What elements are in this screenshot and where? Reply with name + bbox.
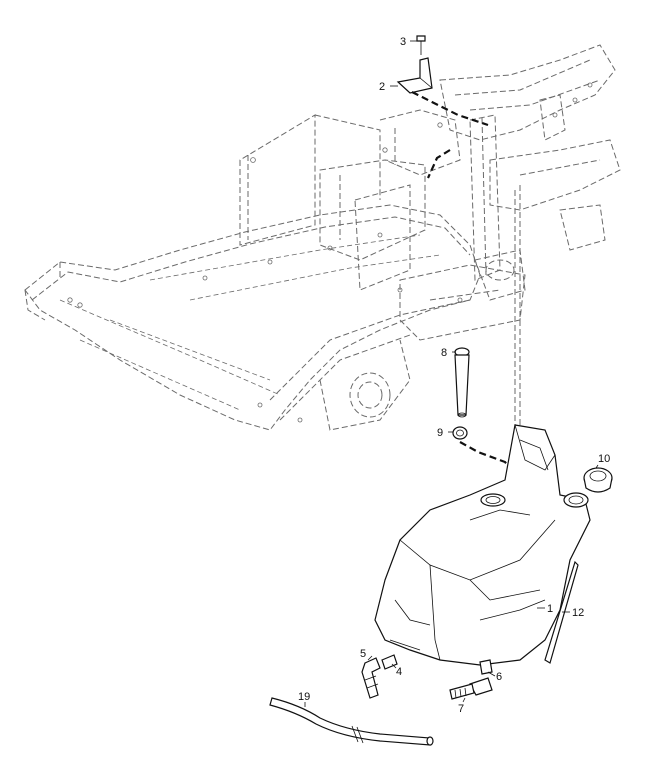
- chassis-frame-phantom: [24, 44, 621, 431]
- fuel-tank-part-1: [374, 424, 591, 666]
- fuel-cap-part-10: [583, 467, 613, 493]
- callout-8: 8: [441, 347, 447, 359]
- bracket-part-2: [396, 57, 433, 94]
- callout-19: 19: [298, 691, 310, 703]
- bracket-to-frame-line: [426, 149, 451, 179]
- bolt-part-3: [416, 35, 426, 55]
- bracket-install-line: [411, 91, 489, 127]
- callout-9: 9: [437, 427, 443, 439]
- callout-1: 1: [547, 603, 553, 615]
- fuel-hose-part-19: [269, 697, 434, 746]
- leader-lines: [304, 40, 599, 707]
- callout-3: 3: [400, 36, 406, 48]
- callout-2: 2: [379, 81, 385, 93]
- callout-4: 4: [396, 666, 402, 678]
- grommet-part-9: [452, 426, 468, 440]
- callout-5: 5: [360, 648, 366, 660]
- callout-10: 10: [598, 453, 610, 465]
- elbow-fitting-part-7: [449, 677, 493, 700]
- callout-7: 7: [458, 703, 464, 715]
- fitting-part-6: [479, 659, 493, 675]
- elbow-fitting-part-5: [361, 657, 381, 699]
- vent-hose-part-12: [544, 560, 579, 664]
- callout-12: 12: [572, 607, 584, 619]
- filler-neck-part-8: [454, 347, 470, 418]
- grommet-install-line: [459, 441, 513, 471]
- tank-mount-phantom-line: [514, 185, 521, 440]
- callout-6: 6: [496, 671, 502, 683]
